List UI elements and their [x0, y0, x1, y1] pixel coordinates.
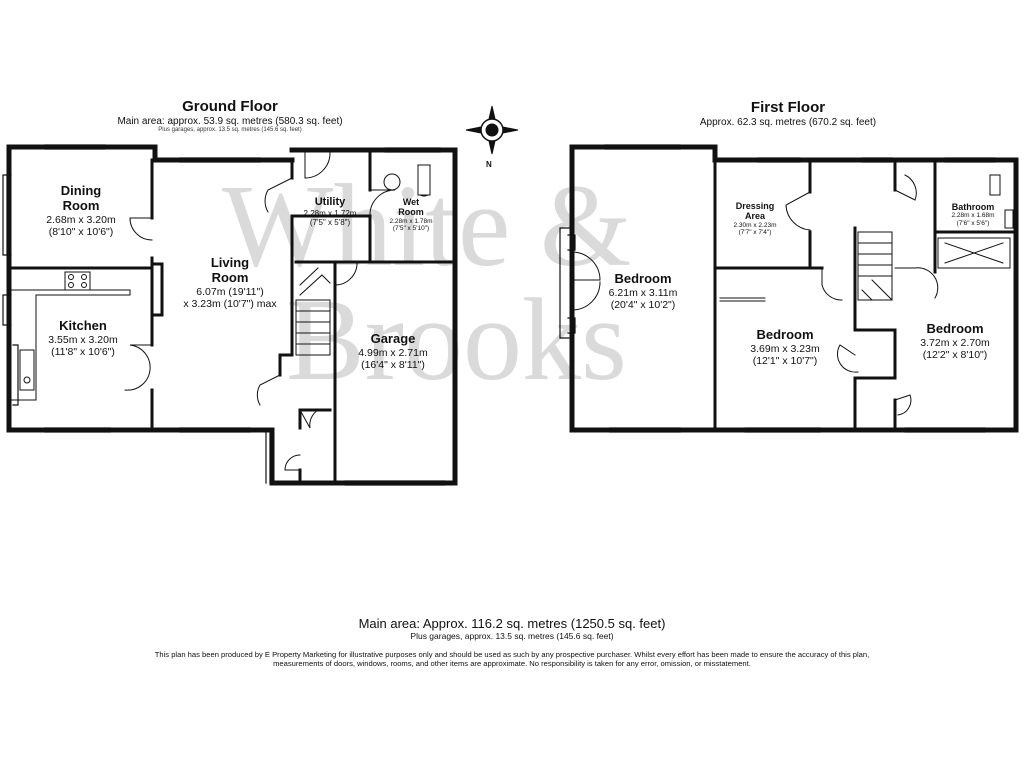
ground-floor-walls — [6, 144, 458, 486]
room-name: Kitchen — [59, 318, 107, 333]
room-dimensions-imperial: (16'4" x 8'11") — [361, 359, 425, 371]
room-dimensions-metric: 4.99m x 2.71m — [358, 346, 428, 359]
room-dimensions-imperial: (12'2" x 8'10") — [922, 349, 988, 361]
room-dimensions-metric: 2.30m x 2.23m — [733, 221, 777, 229]
room-dimensions-imperial: x 3.23m (10'7") max — [183, 297, 277, 310]
first-floor-title: First Floor — [750, 99, 826, 116]
room-bedroom-2: Bedroom 3.69m x 3.23m (12'1" x 10'7") — [750, 327, 820, 367]
kitchen-units — [10, 262, 164, 401]
room-name: Bedroom — [926, 321, 984, 336]
room-dining: Dining Room 2.68m x 3.20m (8'10" x 10'6"… — [46, 183, 116, 238]
room-name: Bathroom — [951, 202, 995, 212]
room-dimensions-imperial: (12'1" x 10'7") — [752, 355, 818, 367]
room-name: Dining — [60, 183, 102, 198]
room-dimensions-metric: 2.28m x 1.72m — [303, 208, 357, 218]
room-name: Utility — [314, 196, 346, 208]
room-utility: Utility 2.28m x 1.72m (7'5" x 5'8") — [304, 196, 357, 227]
wet-room-fixtures — [383, 164, 431, 197]
ground-floor-stairs — [295, 267, 331, 356]
room-living: Living Room 6.07m (19'11") x 3.23m (10'7… — [183, 255, 277, 310]
room-dimensions-imperial: (8'10" x 10'6") — [48, 225, 114, 238]
compass-north-label: N — [486, 160, 492, 169]
room-name: Bedroom — [756, 327, 814, 342]
room-wet-room: Wet Room 2.28m x 1.78m (7'5" x 5'10") — [390, 197, 433, 233]
room-dimensions-imperial: (20'4" x 10'2") — [610, 299, 676, 311]
room-dimensions-metric: 6.21m x 3.11m — [608, 286, 678, 299]
first-floor-area: Approx. 62.3 sq. metres (670.2 sq. feet) — [699, 117, 877, 128]
total-plus-garages: Plus garages, approx. 13.5 sq. metres (1… — [410, 631, 614, 641]
room-dimensions-imperial: (7'5" x 5'10") — [392, 225, 430, 233]
room-dimensions-imperial: (7'7" x 7'4") — [738, 229, 772, 237]
room-dimensions-metric: 2.68m x 3.20m — [46, 213, 116, 226]
first-floor-interior-walls — [713, 158, 1018, 432]
room-name: Room — [211, 269, 249, 285]
room-name: Garage — [370, 331, 416, 346]
ground-floor-main-area: Main area: approx. 53.9 sq. metres (580.… — [117, 116, 343, 127]
room-dimensions-imperial: (7'5" x 5'8") — [309, 217, 351, 227]
room-bedroom-3: Bedroom 3.72m x 2.70m (12'2" x 8'10") — [920, 321, 990, 361]
disclaimer-text: This plan has been produced by E Propert… — [154, 650, 870, 669]
first-floor-windows — [559, 144, 996, 433]
room-dimensions-metric: 3.69m x 3.23m — [750, 342, 820, 355]
ground-floor-title: Ground Floor — [182, 98, 278, 115]
room-name: Room — [398, 207, 424, 218]
first-floor-stairs — [857, 231, 893, 301]
room-kitchen: Kitchen 3.55m x 3.20m (11'8" x 10'6") — [48, 318, 118, 358]
room-dimensions-imperial: (11'8" x 10'6") — [51, 346, 115, 358]
compass-icon — [465, 105, 519, 155]
room-dimensions-metric: 6.07m (19'11") — [196, 285, 264, 298]
room-bedroom-1: Bedroom 6.21m x 3.11m (20'4" x 10'2") — [608, 271, 678, 311]
total-main-area: Main area: Approx. 116.2 sq. metres (125… — [358, 616, 666, 631]
ground-floor-interior-walls — [7, 148, 457, 485]
room-dimensions-metric: 2.28m x 1.68m — [951, 212, 995, 220]
room-name: Bedroom — [614, 271, 672, 286]
room-dimensions-imperial: (7'6" x 5'6") — [956, 219, 990, 227]
room-name: Room — [62, 197, 100, 213]
room-bathroom: Bathroom 2.28m x 1.68m (7'6" x 5'6") — [952, 202, 995, 227]
ground-floor-windows — [2, 144, 446, 486]
ground-floor-doors — [124, 149, 396, 471]
first-floor-doors — [571, 174, 939, 416]
bathroom-fixtures — [937, 174, 1014, 269]
room-name: Living — [210, 255, 250, 270]
room-dimensions-metric: 3.55m x 3.20m — [48, 333, 118, 346]
room-name: Dressing — [735, 201, 775, 211]
first-floor-walls — [569, 144, 1019, 433]
room-garage: Garage 4.99m x 2.71m (16'4" x 8'11") — [358, 331, 428, 371]
room-name: Wet — [402, 197, 420, 207]
room-dimensions-metric: 3.72m x 2.70m — [920, 336, 990, 349]
ground-floor-plus-garages: Plus garages, approx. 13.5 sq. metres (1… — [158, 127, 302, 133]
room-dressing-area: Dressing Area 2.30m x 2.23m (7'7" x 7'4"… — [734, 201, 777, 237]
room-name: Area — [744, 211, 765, 222]
room-dimensions-metric: 2.28m x 1.78m — [389, 217, 433, 225]
